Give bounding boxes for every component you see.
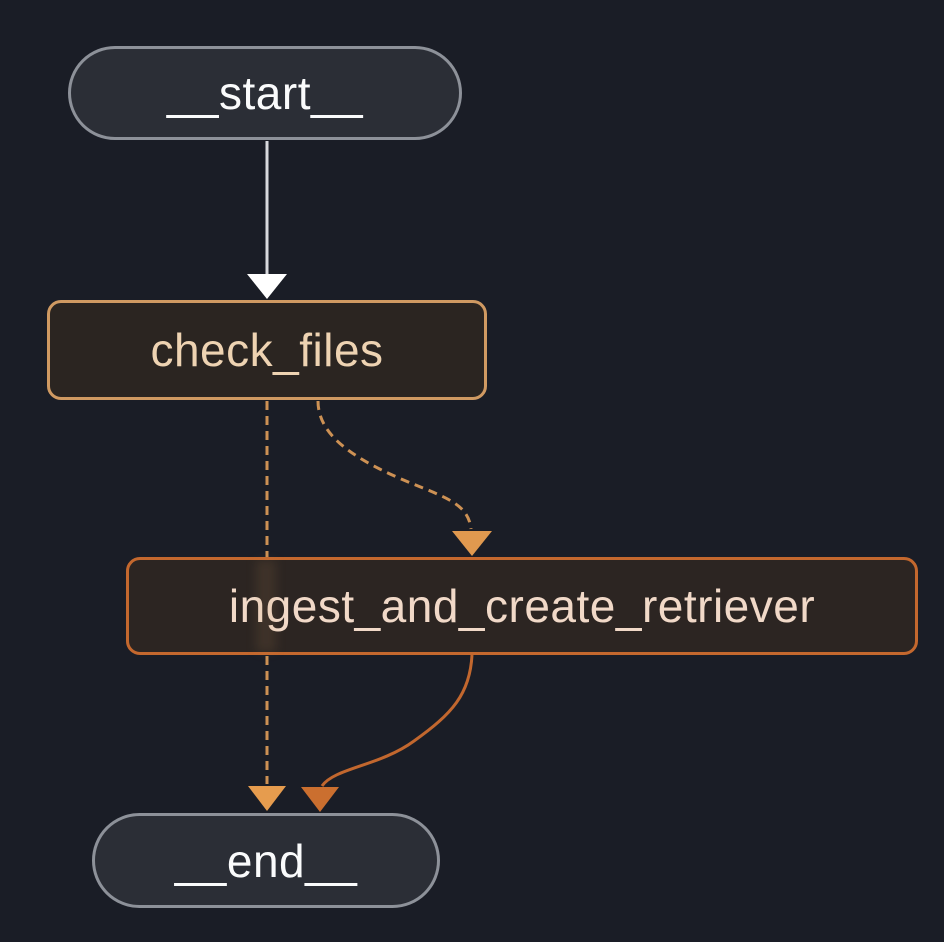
node-check-files-label: check_files xyxy=(150,324,384,376)
node-check-files: check_files xyxy=(47,300,487,400)
edge-ingest-to-end xyxy=(320,654,474,787)
edge-check-files-to-ingest-arrowhead-icon xyxy=(452,531,492,556)
edge-ingest-to-end-arrowhead-icon xyxy=(301,787,339,812)
edge-start-to-check-files-arrowhead-icon xyxy=(247,274,287,299)
node-ingest-and-create-retriever-label: ingest_and_create_retriever xyxy=(228,580,816,632)
node-end: __end__ xyxy=(92,813,440,908)
edge-check-files-to-end-arrowhead-icon xyxy=(248,786,286,811)
node-start: __start__ xyxy=(68,46,462,140)
edge-check-files-to-ingest xyxy=(316,400,473,530)
node-ingest-and-create-retriever: ingest_and_create_retriever xyxy=(126,557,918,655)
node-start-label: __start__ xyxy=(166,67,364,119)
node-end-label: __end__ xyxy=(174,834,358,887)
